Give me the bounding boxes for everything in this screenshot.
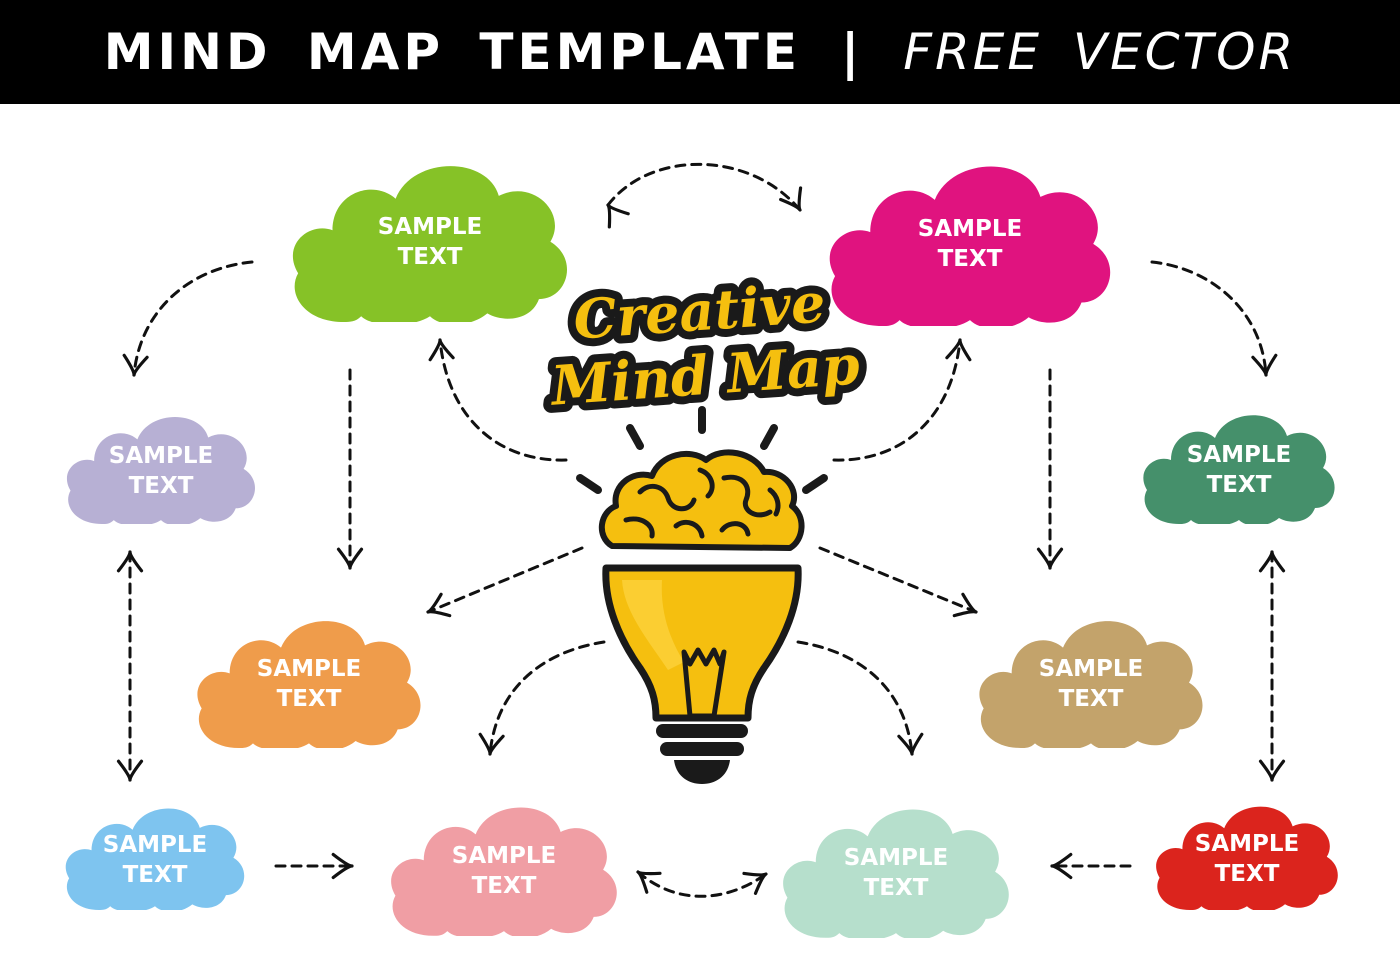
light-rays: [576, 406, 828, 494]
arrowhead: [1251, 353, 1278, 377]
cloud-orange: SAMPLE TEXT: [197, 621, 421, 748]
connector-9: [488, 640, 606, 756]
cloud-label-line2: TEXT: [1207, 472, 1272, 498]
cloud-shape: [1143, 415, 1335, 524]
brain-folds: [623, 467, 781, 539]
arrowhead: [1258, 759, 1286, 782]
cloud-label-line1: SAMPLE: [452, 843, 556, 869]
cloud-teal: SAMPLE TEXT: [1143, 415, 1335, 524]
cloud-pink: SAMPLE TEXT: [391, 807, 617, 936]
cloud-label-line2: TEXT: [938, 246, 1003, 272]
arrowhead: [336, 547, 364, 570]
center-title: Creative Creative Mind Map Mind Map: [539, 262, 870, 426]
arrowhead: [426, 592, 452, 618]
cloud-tan: SAMPLE TEXT: [979, 621, 1203, 748]
header-separator: |: [841, 23, 860, 81]
filament: [681, 647, 727, 719]
arrowhead: [116, 550, 144, 573]
cloud-skyblue: SAMPLE TEXT: [65, 808, 245, 910]
arrowhead: [428, 338, 455, 362]
cloud-label-line1: SAMPLE: [378, 214, 482, 240]
cloud-shape: [66, 417, 255, 524]
header-title-light: FREE VECTOR: [903, 23, 1297, 81]
arrowhead: [478, 732, 505, 756]
arrowhead: [1036, 547, 1064, 570]
arrowheads: [116, 186, 1286, 895]
cloud-label-line2: TEXT: [864, 875, 929, 901]
connector-0: [606, 162, 802, 212]
lightbulb-brain-icon: [576, 406, 828, 784]
header-banner: MIND MAP TEMPLATE | FREE VECTOR: [0, 0, 1400, 104]
clouds: SAMPLE TEXT SAMPLE TEXT SAMPLE TEXT SAMPLE TEXT…: [65, 166, 1338, 938]
connector-10: [796, 640, 914, 756]
header-title-bold: MIND MAP TEMPLATE: [103, 23, 802, 81]
connector-6: [832, 338, 962, 462]
cloud-lavender: SAMPLE TEXT: [66, 417, 255, 524]
connector-1: [132, 260, 254, 377]
cloud-label-line2: TEXT: [1215, 861, 1280, 887]
cloud-label-line2: TEXT: [129, 473, 194, 499]
brain-icon: [599, 449, 805, 551]
arrowhead: [116, 759, 144, 782]
connector-8: [818, 546, 978, 614]
arrowhead: [1258, 550, 1286, 573]
arrowhead: [897, 732, 924, 756]
cloud-label-line1: SAMPLE: [103, 832, 207, 858]
cloud-red: SAMPLE TEXT: [1156, 806, 1338, 910]
cloud-label-line2: TEXT: [472, 873, 537, 899]
cloud-label-line1: SAMPLE: [918, 216, 1022, 242]
cloud-label-line1: SAMPLE: [1187, 442, 1291, 468]
connector-arrows: [128, 162, 1274, 898]
arrowhead: [331, 852, 354, 880]
cloud-shape: [65, 808, 245, 910]
cloud-green: SAMPLE TEXT: [292, 166, 568, 322]
cloud-label-line2: TEXT: [277, 686, 342, 712]
cloud-label-line2: TEXT: [123, 862, 188, 888]
arrowhead: [779, 186, 803, 212]
arrowhead: [606, 203, 630, 229]
cloud-label-line1: SAMPLE: [844, 845, 948, 871]
arrowhead: [945, 338, 972, 362]
arrowhead: [742, 871, 768, 895]
arrowhead: [636, 870, 662, 894]
connector-15: [636, 870, 768, 898]
cloud-magenta: SAMPLE TEXT: [829, 166, 1111, 326]
arrowhead: [1050, 852, 1073, 880]
cloud-label-line1: SAMPLE: [109, 443, 213, 469]
cloud-shape: [1156, 806, 1338, 910]
cloud-label-line1: SAMPLE: [1039, 656, 1143, 682]
arrowhead: [952, 592, 978, 618]
arrowhead: [122, 353, 149, 377]
connector-2: [1150, 260, 1268, 377]
bulb-base: [656, 724, 748, 784]
cloud-label-line1: SAMPLE: [1195, 831, 1299, 857]
cloud-label-line2: TEXT: [1059, 686, 1124, 712]
cloud-label-line1: SAMPLE: [257, 656, 361, 682]
connector-5: [438, 338, 568, 462]
connector-7: [426, 546, 584, 614]
cloud-label-line2: TEXT: [398, 244, 463, 270]
cloud-mint: SAMPLE TEXT: [783, 809, 1009, 938]
